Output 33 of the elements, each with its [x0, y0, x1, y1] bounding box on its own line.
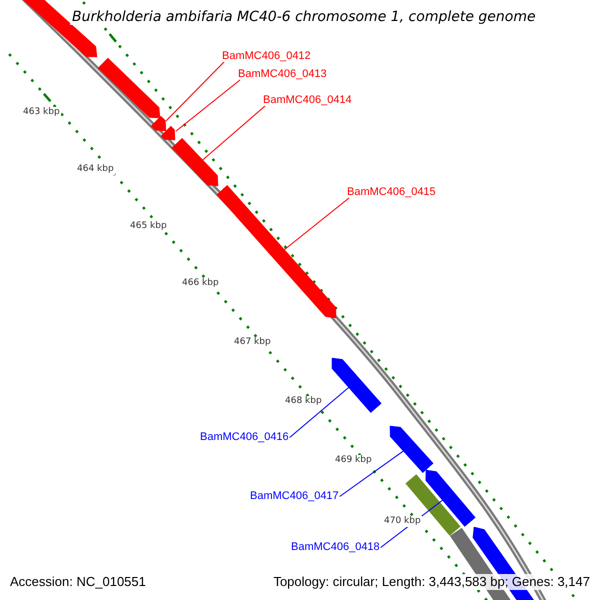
gene-label: BamMC406_0416 — [200, 431, 289, 444]
diagram-title: Burkholderia ambifaria MC40-6 chromosome 1, complete genome — [70, 9, 538, 25]
gene-label: BamMC406_0415 — [347, 186, 436, 199]
leader-line — [175, 80, 240, 132]
footer-text: Accession: NC_010551 — [8, 574, 148, 590]
gene-feature — [405, 474, 461, 536]
gene-feature — [390, 426, 434, 473]
tick-label: 463 kbp — [22, 107, 61, 118]
gene-label: BamMC406_0417 — [250, 490, 339, 503]
gene-label: BamMC406_0412 — [222, 50, 311, 63]
leader-line — [289, 387, 350, 438]
gene-feature — [98, 58, 160, 118]
tick-label: 466 kbp — [181, 278, 220, 289]
gene-label: BamMC406_0418 — [291, 541, 380, 554]
gene-feature — [426, 470, 476, 527]
gene-feature — [172, 138, 218, 186]
tick-label: 470 kbp — [383, 516, 422, 527]
gene-feature — [332, 358, 382, 413]
footer-text: Topology: circular; Length: 3,443,583 bp; Genes: 3,147 — [271, 574, 592, 590]
leader-line — [202, 106, 266, 160]
tick-label: 464 kbp — [76, 164, 115, 175]
gene-label: BamMC406_0414 — [263, 94, 352, 107]
tick-label: 465 kbp — [129, 221, 168, 232]
leader-line — [284, 198, 350, 250]
leader-line — [165, 62, 224, 122]
leader-line — [339, 450, 404, 497]
gene-feature — [150, 116, 166, 132]
gene-feature — [160, 126, 176, 140]
tick-label: 467 kbp — [233, 337, 272, 348]
tick-label: 468 kbp — [284, 396, 323, 407]
tick-label: 469 kbp — [334, 455, 373, 466]
gene-label: BamMC406_0413 — [238, 68, 327, 81]
gene-feature — [216, 185, 336, 318]
